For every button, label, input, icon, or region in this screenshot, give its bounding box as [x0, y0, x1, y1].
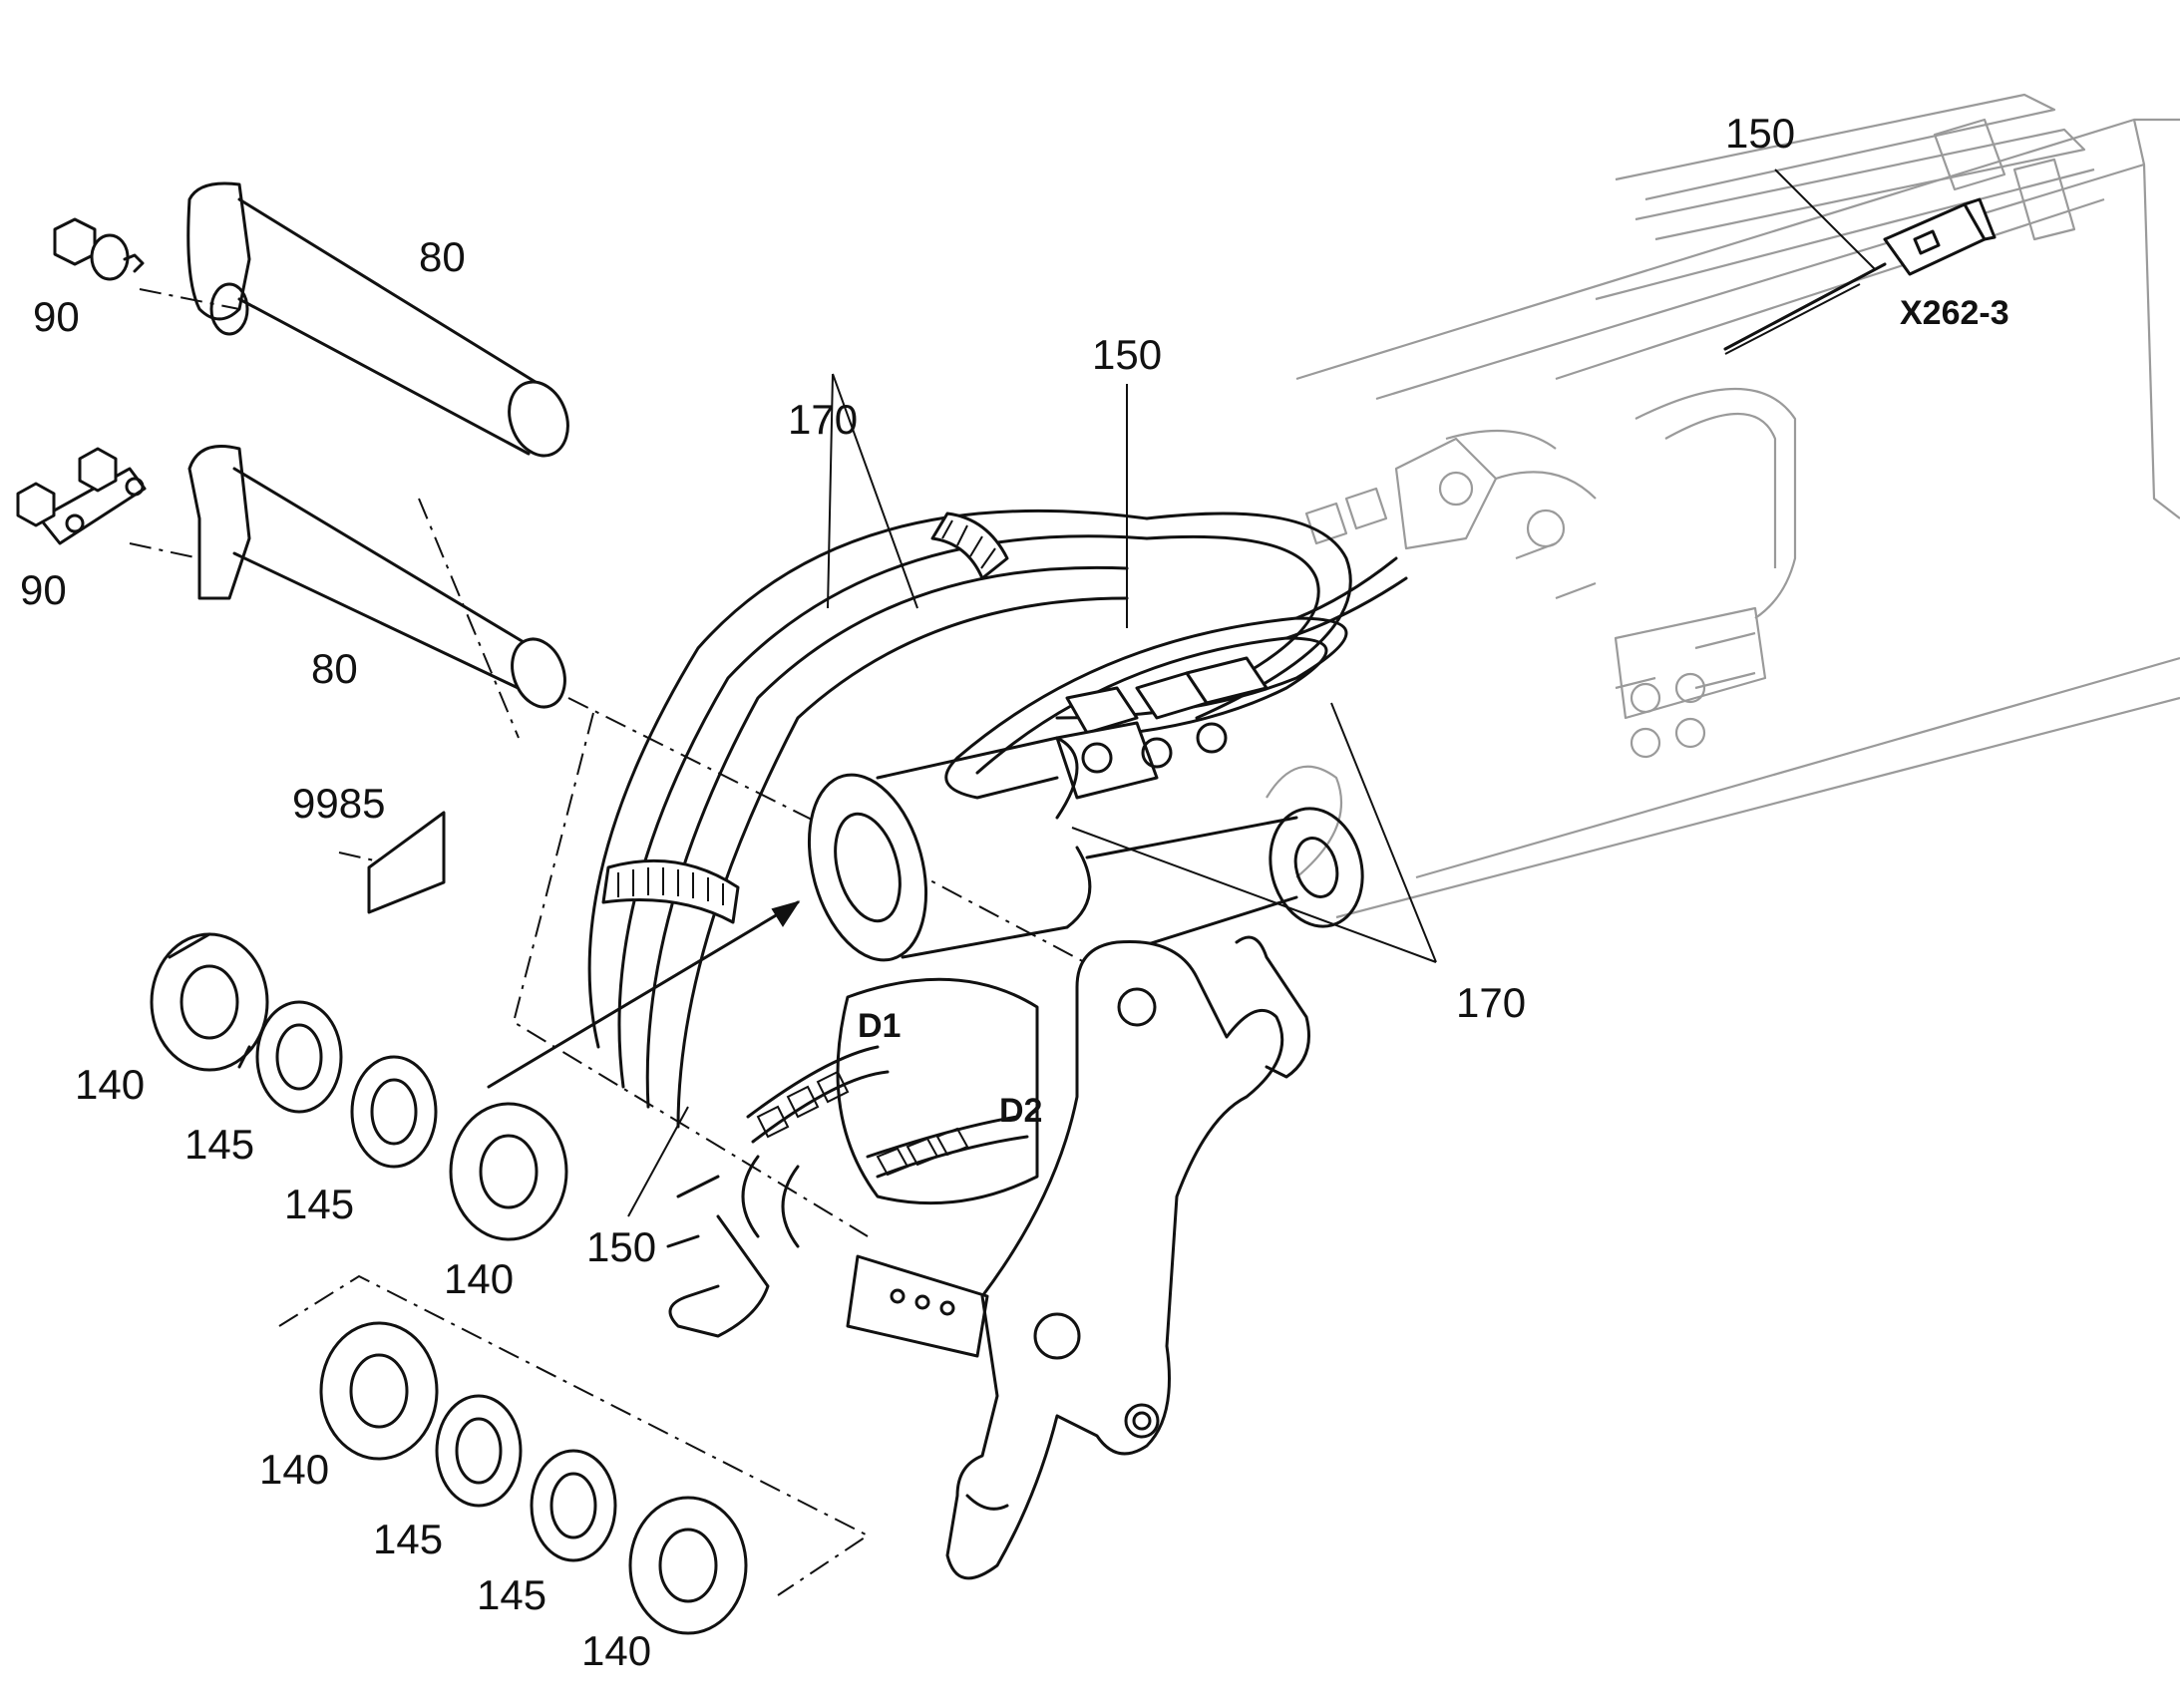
callout-x262-3: X262-3 [1900, 294, 2009, 332]
boom-arm [1266, 93, 2180, 919]
ring-145-1 [255, 1000, 343, 1114]
callout-170-upper: 170 [788, 396, 858, 443]
hose-clamp [601, 512, 1009, 924]
pin-80-lower [187, 445, 566, 709]
callout-140-2: 140 [444, 1255, 514, 1302]
callout-90-upper: 90 [33, 293, 80, 340]
quick-coupler [666, 935, 1310, 1580]
roller-140-4 [628, 1496, 748, 1635]
ring-145-3 [435, 1394, 523, 1508]
leader-lines [627, 169, 1876, 1217]
fittings-cluster [1055, 656, 1269, 800]
callout-145-4: 145 [477, 1571, 546, 1618]
callout-80-lower: 80 [311, 645, 358, 692]
callout-80-upper: 80 [419, 233, 466, 280]
callout-145-3: 145 [373, 1516, 443, 1562]
pin-80-upper [186, 181, 569, 458]
callout-150-top: 150 [1725, 110, 1795, 157]
roller-140-1 [150, 932, 269, 1072]
bolt-90-lower [16, 447, 147, 545]
callout-145-1: 145 [184, 1121, 254, 1168]
roller-140-3 [319, 1321, 439, 1461]
callout-140-3: 140 [259, 1446, 329, 1493]
callout-90-lower: 90 [20, 566, 67, 613]
callout-150-middle: 150 [1092, 331, 1162, 378]
callout-140-1: 140 [75, 1061, 145, 1108]
roller-140-2 [449, 1102, 568, 1241]
callout-170-lower: 170 [1456, 979, 1526, 1026]
bolt-90-upper [53, 217, 145, 281]
connector-x262-3 [1723, 197, 1997, 351]
hoses-d1-d2 [746, 1045, 1029, 1179]
callout-d1: D1 [858, 1007, 901, 1045]
label-plate-9985 [367, 811, 446, 914]
assembly-arrows [487, 900, 801, 1089]
ring-145-2 [350, 1055, 438, 1169]
boom-pivot [807, 736, 1364, 962]
callout-145-2: 145 [284, 1181, 354, 1227]
callout-150-bottom: 150 [586, 1223, 656, 1270]
callout-d2: D2 [999, 1092, 1042, 1130]
callout-9985: 9985 [292, 780, 385, 827]
callout-140-4: 140 [581, 1627, 651, 1674]
ring-145-4 [530, 1449, 617, 1562]
